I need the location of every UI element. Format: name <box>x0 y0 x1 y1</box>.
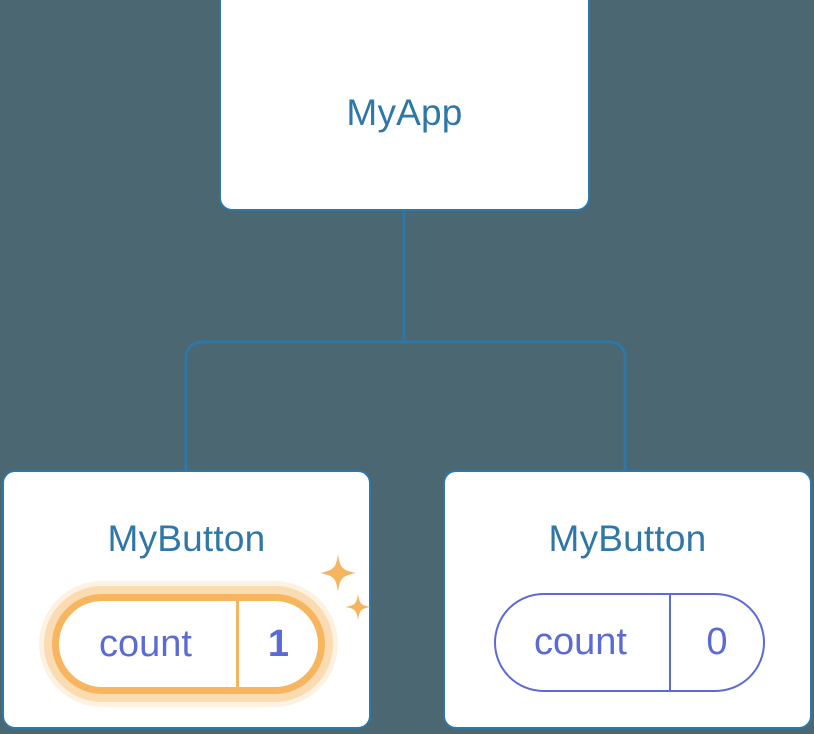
node-title-mybutton-left: MyButton <box>107 518 266 559</box>
node-title-myapp: MyApp <box>346 92 463 133</box>
node-card-mybutton-right[interactable]: MyButton count 0 <box>443 470 812 729</box>
state-value-right: 0 <box>669 594 763 690</box>
state-pill-left-wrapper: count 1 <box>32 582 345 706</box>
state-key-right: count <box>534 620 627 663</box>
state-pill-right-wrapper: count 0 <box>487 586 772 698</box>
state-key-left: count <box>99 622 192 665</box>
node-card-myapp[interactable]: MyApp <box>219 0 590 211</box>
node-title-mybutton-right: MyButton <box>548 518 707 559</box>
state-value-left: 1 <box>236 601 318 687</box>
node-card-mybutton-left[interactable]: MyButton count 1 <box>2 470 371 729</box>
state-pill-left[interactable]: count 1 <box>52 594 325 694</box>
state-pill-right[interactable]: count 0 <box>494 592 765 692</box>
connector-branch-line <box>184 340 627 470</box>
